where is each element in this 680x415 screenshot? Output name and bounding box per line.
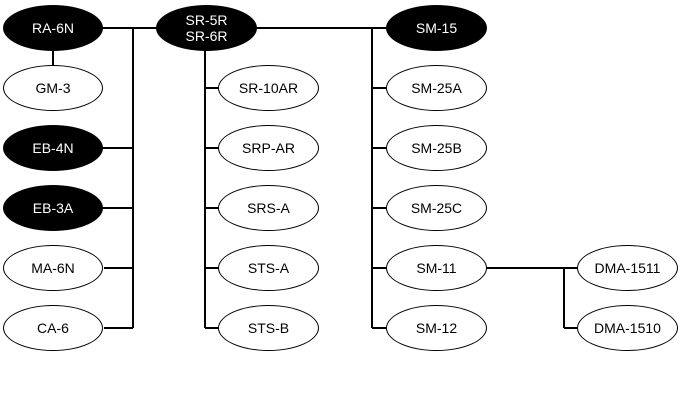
node-label: STS-A — [247, 260, 290, 276]
node-sr-5r-sr-6r: SR-5R SR-6R — [156, 5, 257, 51]
node-sm-11: SM-11 — [386, 245, 487, 291]
node-label: SR-5R SR-6R — [185, 12, 228, 44]
node-ma-6n: MA-6N — [3, 245, 103, 291]
node-label: DMA-1510 — [594, 320, 661, 336]
node-label: SM-25C — [410, 200, 463, 216]
node-label: SRS-A — [247, 200, 290, 216]
node-sm-25a: SM-25A — [386, 65, 487, 111]
node-eb-4n: EB-4N — [3, 125, 103, 171]
node-eb-3a: EB-3A — [3, 185, 103, 231]
node-label: SM-11 — [416, 260, 457, 276]
node-label: SM-15 — [415, 20, 458, 36]
node-sm-12: SM-12 — [386, 305, 487, 351]
node-sm-15: SM-15 — [386, 5, 487, 51]
node-sm-25c: SM-25C — [386, 185, 487, 231]
node-label: SM-25B — [411, 140, 462, 156]
node-label: SM-12 — [415, 320, 458, 336]
node-sr-10ar: SR-10AR — [218, 65, 319, 111]
node-sm-25b: SM-25B — [386, 125, 487, 171]
node-srs-a: SRS-A — [218, 185, 319, 231]
node-dma-1511: DMA-1511 — [577, 245, 678, 291]
node-label: SR-10AR — [238, 80, 299, 96]
node-gm-3: GM-3 — [3, 65, 103, 111]
node-label: STS-B — [247, 320, 290, 336]
node-label: CA-6 — [37, 320, 69, 336]
node-label: SRP-AR — [242, 140, 295, 156]
node-label: EB-4N — [32, 140, 74, 156]
node-sts-b: STS-B — [218, 305, 319, 351]
node-label: GM-3 — [35, 80, 71, 96]
node-label: EB-3A — [32, 200, 74, 216]
node-srp-ar: SRP-AR — [218, 125, 319, 171]
node-label: DMA-1511 — [594, 260, 661, 276]
node-label: RA-6N — [31, 20, 74, 36]
node-ca-6: CA-6 — [3, 305, 103, 351]
node-sts-a: STS-A — [218, 245, 319, 291]
node-label: MA-6N — [31, 260, 75, 276]
node-label: SM-25A — [411, 80, 462, 96]
node-ra-6n: RA-6N — [3, 5, 103, 51]
node-dma-1510: DMA-1510 — [577, 305, 678, 351]
